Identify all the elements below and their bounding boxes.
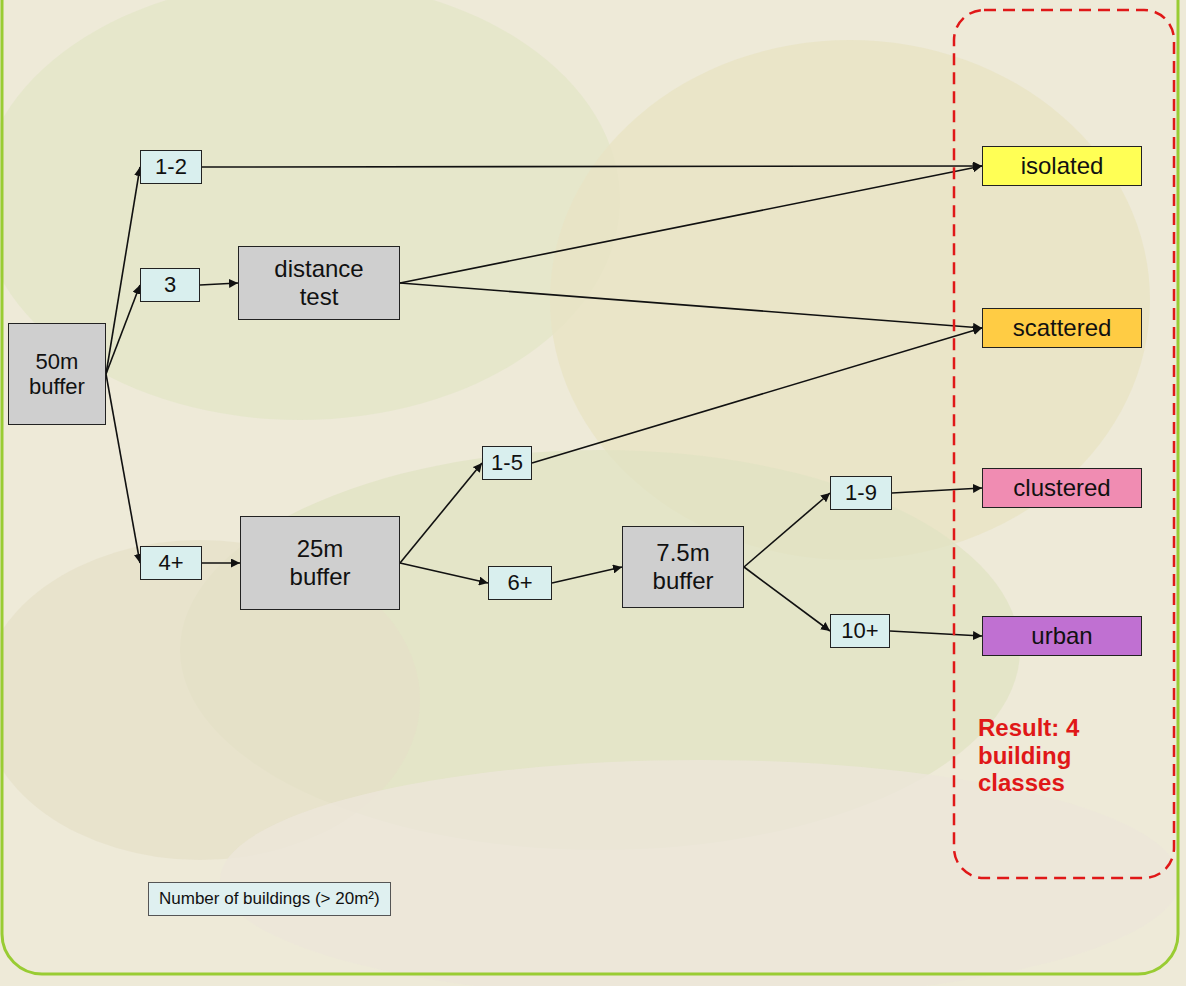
arrow-connector	[106, 285, 140, 374]
node-label: clustered	[1013, 474, 1110, 502]
arrow-connector	[892, 488, 982, 493]
node-label: 6+	[507, 570, 532, 595]
arrow-connector	[552, 567, 622, 583]
count-box: 4+	[140, 546, 202, 580]
arrow-connector	[400, 563, 488, 583]
count-box: 1-9	[830, 476, 892, 510]
arrow-connector	[106, 374, 140, 563]
arrow-connector	[202, 166, 982, 167]
node-label: 25m buffer	[270, 535, 370, 590]
arrow-connector	[106, 167, 140, 374]
count-box: 10+	[830, 614, 890, 648]
node-label: 10+	[841, 618, 878, 643]
arrow-connector	[744, 567, 830, 631]
arrow-connector	[400, 463, 482, 563]
class-box: scattered	[982, 308, 1142, 348]
arrow-connector	[400, 166, 982, 283]
count-box: 3	[140, 268, 200, 302]
arrow-connector	[200, 283, 238, 285]
arrow-connector	[400, 283, 982, 328]
node-label: 1-9	[845, 480, 877, 505]
arrow-connector	[890, 631, 982, 636]
class-box: isolated	[982, 146, 1142, 186]
legend-swatch: Number of buildings (> 20m²)	[148, 882, 391, 916]
node-label: urban	[1031, 622, 1092, 650]
node-label: 1-2	[155, 154, 187, 179]
arrow-connector	[532, 328, 982, 463]
node-label: isolated	[1021, 152, 1104, 180]
buffer-box: 25m buffer	[240, 516, 400, 610]
count-box: 6+	[488, 566, 552, 600]
class-box: clustered	[982, 468, 1142, 508]
legend-label: Number of buildings (> 20m²)	[159, 889, 380, 908]
count-box: 1-5	[482, 446, 532, 480]
buffer-box: 50m buffer	[8, 323, 106, 425]
node-label: 7.5m buffer	[638, 539, 728, 594]
node-label: 4+	[158, 550, 183, 575]
node-label: 3	[164, 272, 176, 297]
arrow-connector	[744, 493, 830, 567]
node-label: 1-5	[491, 450, 523, 475]
node-label: scattered	[1013, 314, 1112, 342]
result-label: Result: 4 building classes	[978, 714, 1108, 797]
buffer-box: 7.5m buffer	[622, 526, 744, 608]
arrow-connector	[202, 562, 240, 564]
node-label: 50m buffer	[17, 349, 97, 400]
node-label: distance test	[264, 255, 374, 310]
test-box: distance test	[238, 246, 400, 320]
class-box: urban	[982, 616, 1142, 656]
count-box: 1-2	[140, 150, 202, 184]
result-region: Result: 4 building classes isolated scatte…	[952, 8, 1176, 880]
